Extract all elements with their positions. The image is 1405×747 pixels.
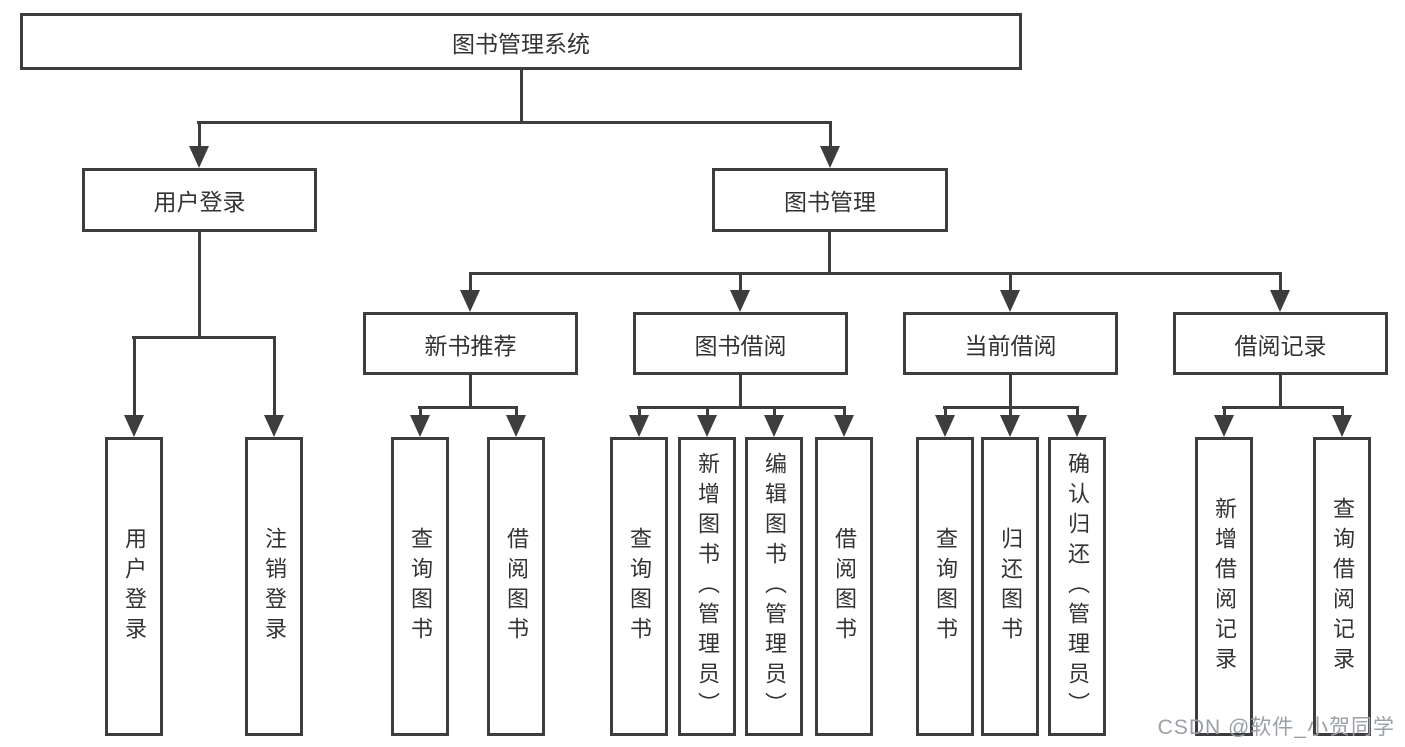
watermark: CSDN @软件_小贺同学 (1157, 716, 1395, 739)
connector-line (1009, 375, 1012, 409)
node-user-login: 用户登录 (82, 168, 317, 232)
leaf-query-books-current-label: 查询图书 (933, 526, 958, 647)
leaf-edit-book-admin: 编辑图书（管理员） (745, 437, 803, 736)
leaf-query-books-borrowing: 查询图书 (610, 437, 668, 736)
connector-line (638, 406, 641, 419)
connector-line (1223, 406, 1226, 419)
arrow-down-icon (820, 146, 840, 168)
connector-line (828, 232, 831, 275)
leaf-query-borrow-record-label: 查询借阅记录 (1330, 496, 1355, 677)
leaf-add-borrow-record-label: 新增借阅记录 (1212, 496, 1237, 677)
connector-line (469, 375, 472, 409)
connector-line (198, 121, 201, 150)
leaf-confirm-return-admin: 确认归还（管理员） (1048, 437, 1106, 736)
arrow-down-icon (697, 415, 717, 437)
node-borrowing-records-label: 借阅记录 (1234, 332, 1327, 359)
connector-line (843, 406, 846, 419)
arrow-down-icon (1000, 415, 1020, 437)
connector-line (829, 121, 832, 150)
connector-line (132, 336, 275, 339)
node-book-borrowing: 图书借阅 (633, 312, 848, 375)
connector-line (739, 375, 742, 409)
arrow-down-icon (1332, 415, 1352, 437)
leaf-return-books: 归还图书 (981, 437, 1039, 736)
arrow-down-icon (189, 146, 209, 168)
connector-line (273, 336, 276, 417)
connector-line (1279, 272, 1282, 292)
leaf-add-book-admin-label: 新增图书（管理员） (695, 451, 720, 722)
node-user-login-label: 用户登录 (153, 189, 246, 215)
arrow-down-icon (460, 290, 480, 312)
leaf-edit-book-admin-label: 编辑图书（管理员） (762, 451, 787, 722)
connector-line (773, 406, 776, 419)
connector-line (418, 406, 518, 409)
connector-line (133, 336, 136, 417)
node-book-borrowing-label: 图书借阅 (694, 332, 787, 359)
node-root: 图书管理系统 (20, 13, 1022, 70)
leaf-confirm-return-admin-label: 确认归还（管理员） (1065, 451, 1090, 722)
arrow-down-icon (506, 415, 526, 437)
leaf-borrow-books: 借阅图书 (815, 437, 873, 736)
arrow-down-icon (1067, 415, 1087, 437)
node-current-borrowing-label: 当前借阅 (964, 332, 1057, 359)
arrow-down-icon (730, 290, 750, 312)
connector-line (739, 272, 742, 292)
leaf-query-books-recommend-label: 查询图书 (408, 526, 433, 647)
node-new-book-recommend: 新书推荐 (363, 312, 578, 375)
connector-line (944, 406, 947, 419)
connector-line (520, 70, 523, 124)
connector-line (1076, 406, 1079, 419)
arrow-down-icon (1000, 290, 1020, 312)
connector-line (469, 272, 1282, 275)
leaf-borrow-books-recommend-label: 借阅图书 (504, 526, 529, 647)
node-book-management: 图书管理 (712, 168, 948, 232)
connector-line (419, 406, 422, 419)
arrow-down-icon (834, 415, 854, 437)
arrow-down-icon (124, 415, 144, 437)
node-root-label: 图书管理系统 (452, 30, 590, 57)
node-new-book-recommend-label: 新书推荐 (424, 332, 517, 359)
arrow-down-icon (629, 415, 649, 437)
arrow-down-icon (764, 415, 784, 437)
connector-line (197, 121, 831, 124)
connector-line (1341, 406, 1344, 419)
arrow-down-icon (1214, 415, 1234, 437)
connector-line (1009, 272, 1012, 292)
connector-line (1222, 406, 1344, 409)
node-borrowing-records: 借阅记录 (1173, 312, 1388, 375)
connector-line (515, 406, 518, 419)
connector-line (637, 406, 846, 409)
node-current-borrowing: 当前借阅 (903, 312, 1118, 375)
leaf-return-books-label: 归还图书 (998, 526, 1023, 647)
leaf-add-borrow-record: 新增借阅记录 (1195, 437, 1253, 736)
leaf-logout-label: 注销登录 (262, 526, 287, 647)
connector-line (706, 406, 709, 419)
node-book-management-label: 图书管理 (784, 189, 876, 215)
leaf-borrow-books-label: 借阅图书 (832, 526, 857, 647)
leaf-add-book-admin: 新增图书（管理员） (678, 437, 736, 736)
connector-line (198, 232, 201, 339)
leaf-query-books-recommend: 查询图书 (391, 437, 449, 736)
arrow-down-icon (264, 415, 284, 437)
connector-line (469, 272, 472, 292)
leaf-borrow-books-recommend: 借阅图书 (487, 437, 545, 736)
arrow-down-icon (1270, 290, 1290, 312)
leaf-logout: 注销登录 (245, 437, 303, 736)
leaf-query-borrow-record: 查询借阅记录 (1313, 437, 1371, 736)
leaf-user-login: 用户登录 (105, 437, 163, 736)
connector-line (1279, 375, 1282, 409)
leaf-user-login-label: 用户登录 (122, 526, 147, 647)
leaf-query-books-current: 查询图书 (916, 437, 974, 736)
arrow-down-icon (935, 415, 955, 437)
connector-line (1009, 406, 1012, 419)
leaf-query-books-borrowing-label: 查询图书 (627, 526, 652, 647)
arrow-down-icon (410, 415, 430, 437)
